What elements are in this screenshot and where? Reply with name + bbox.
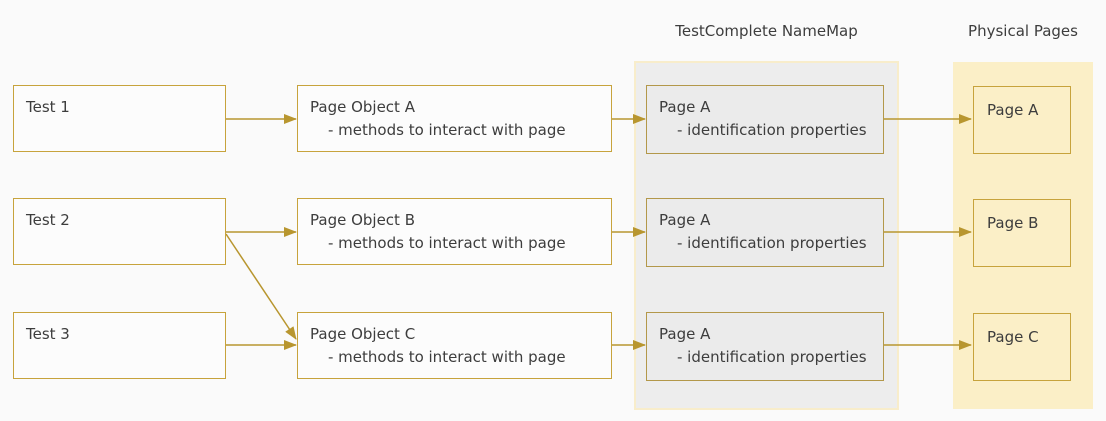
page-object-c-node: Page Object C - methods to interact with… [297,312,612,379]
test-2-label: Test 2 [26,211,70,229]
page-object-c-detail: - methods to interact with page [328,348,566,366]
namemap-node-2-detail: - identification properties [677,234,867,252]
physical-page-c-label: Page C [987,328,1039,346]
physical-page-a-node: Page A [973,86,1071,154]
physical-page-c-node: Page C [973,313,1071,381]
namemap-node-3-title: Page A [659,325,711,343]
test-2-node: Test 2 [13,198,226,265]
page-object-b-detail: - methods to interact with page [328,234,566,252]
test-3-node: Test 3 [13,312,226,379]
test-1-node: Test 1 [13,85,226,152]
page-object-a-detail: - methods to interact with page [328,121,566,139]
namemap-node-3: Page A - identification properties [646,312,884,381]
physical-page-a-label: Page A [987,101,1039,119]
page-object-c-title: Page Object C [310,325,416,343]
page-object-b-node: Page Object B - methods to interact with… [297,198,612,265]
physical-page-b-node: Page B [973,199,1071,267]
page-object-a-title: Page Object A [310,98,415,116]
namemap-node-1-title: Page A [659,98,711,116]
namemap-node-3-detail: - identification properties [677,348,867,366]
page-object-b-title: Page Object B [310,211,415,229]
namemap-node-1-detail: - identification properties [677,121,867,139]
namemap-node-2-title: Page A [659,211,711,229]
namemap-column-header: TestComplete NameMap [675,22,858,40]
physical-pages-column-header: Physical Pages [968,22,1078,40]
test-1-label: Test 1 [26,98,70,116]
namemap-node-2: Page A - identification properties [646,198,884,267]
arrow-test2-to-pageobject-c [225,233,297,340]
namemap-node-1: Page A - identification properties [646,85,884,154]
physical-page-b-label: Page B [987,214,1039,232]
test-3-label: Test 3 [26,325,70,343]
page-object-a-node: Page Object A - methods to interact with… [297,85,612,152]
